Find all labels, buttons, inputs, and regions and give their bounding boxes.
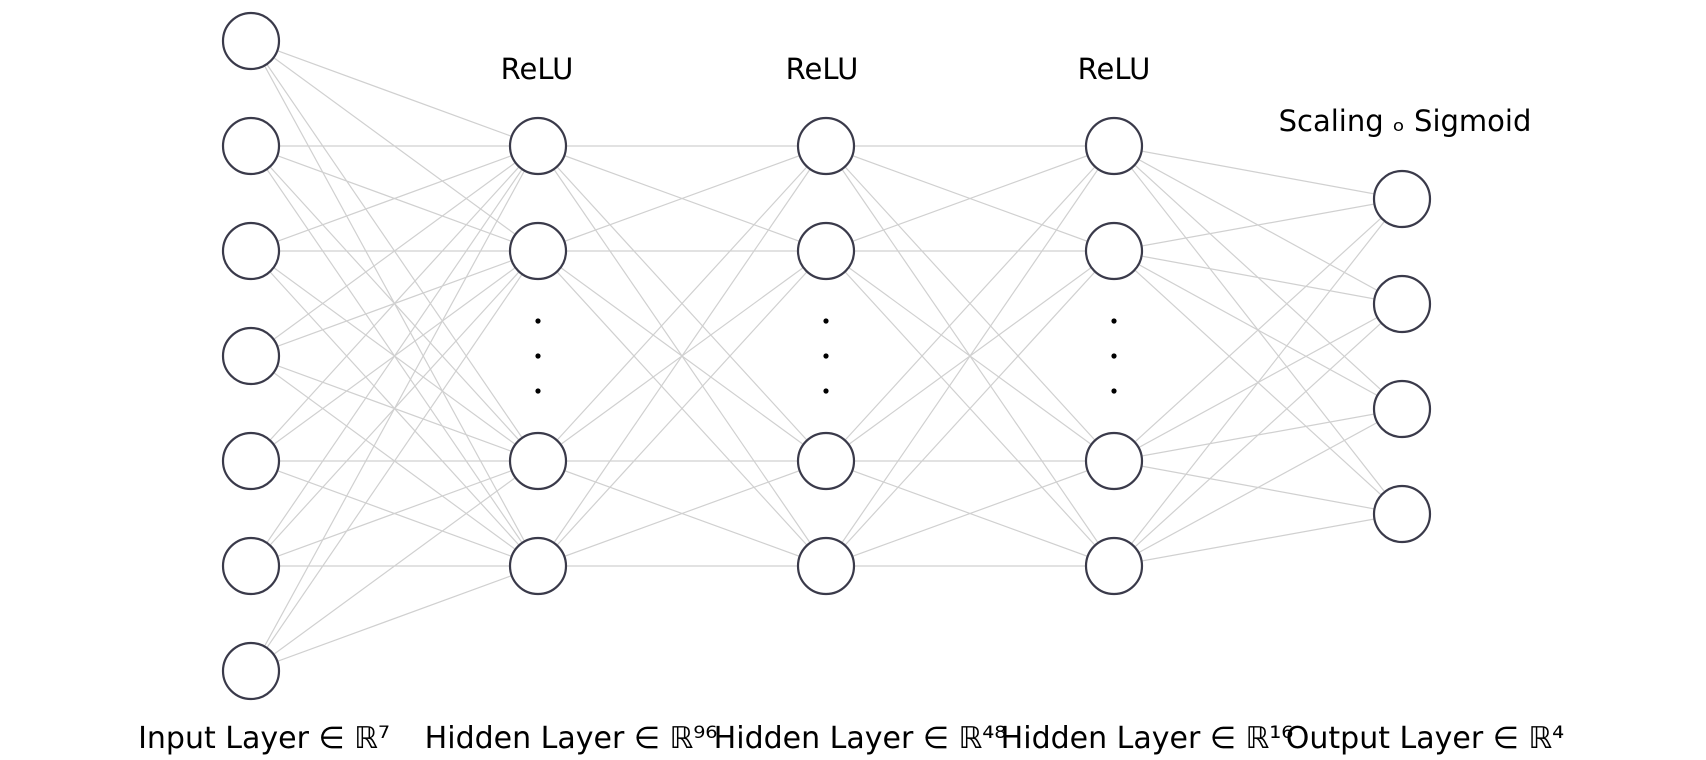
output-neuron <box>1372 169 1432 229</box>
activation-label-hidden-1: ReLU <box>501 52 574 86</box>
edge-l0-4-to-0 <box>250 145 539 462</box>
activation-label-output: Scaling ₒ Sigmoid <box>1279 104 1532 138</box>
hidden-neuron <box>796 221 856 281</box>
neuron-nodes <box>221 11 1432 701</box>
edge-l2-3-to-1 <box>825 250 1115 567</box>
ellipsis-dot <box>535 388 541 394</box>
edge-l3-0-to-0 <box>1113 145 1403 200</box>
ellipsis-dot <box>535 353 541 359</box>
edge-l2-1-to-0 <box>825 145 1115 252</box>
input-neuron <box>221 431 281 491</box>
hidden-neuron <box>508 431 568 491</box>
hidden-neuron <box>508 221 568 281</box>
edge-l3-1-to-1 <box>1113 250 1403 305</box>
layer-label-output: Output Layer ∈ ℝ⁴ <box>1286 721 1564 756</box>
edge-l3-2-to-0 <box>1113 198 1403 462</box>
edge-l1-3-to-2 <box>537 460 827 567</box>
layer-label-hidden-3: Hidden Layer ∈ ℝ¹⁶ <box>1001 721 1294 756</box>
edge-l0-6-to-3 <box>250 565 539 672</box>
input-neuron <box>221 11 281 71</box>
input-neuron <box>221 326 281 386</box>
edge-l1-2-to-0 <box>537 145 827 462</box>
edge-l0-6-to-1 <box>250 250 539 672</box>
edge-l1-3-to-0 <box>537 145 827 567</box>
connection-edges <box>250 40 1403 672</box>
hidden-neuron <box>796 116 856 176</box>
edge-l1-1-to-0 <box>537 145 827 252</box>
edge-l3-3-to-0 <box>1113 198 1403 567</box>
edge-l0-2-to-0 <box>250 145 539 252</box>
ellipsis-dot <box>823 388 829 394</box>
ellipsis-dot <box>1111 388 1117 394</box>
ellipsis-dot <box>535 318 541 324</box>
hidden-neuron <box>508 116 568 176</box>
edge-l0-0-to-0 <box>250 40 539 147</box>
ellipsis-dot <box>823 318 829 324</box>
activation-label-hidden-3: ReLU <box>1078 52 1151 86</box>
hidden-neuron <box>796 536 856 596</box>
input-neuron <box>221 116 281 176</box>
layer-label-hidden-1: Hidden Layer ∈ ℝ⁹⁶ <box>425 721 718 756</box>
layer-label-hidden-2: Hidden Layer ∈ ℝ⁴⁸ <box>714 721 1007 756</box>
hidden-neuron <box>508 536 568 596</box>
edge-l2-3-to-2 <box>825 460 1115 567</box>
ellipsis-dots <box>535 318 1117 394</box>
edge-l0-6-to-0 <box>250 145 539 672</box>
edge-l2-2-to-0 <box>825 145 1115 462</box>
input-neuron <box>221 536 281 596</box>
output-neuron <box>1372 274 1432 334</box>
input-neuron <box>221 221 281 281</box>
edge-l3-3-to-1 <box>1113 303 1403 567</box>
hidden-neuron <box>1084 536 1144 596</box>
edge-l0-5-to-0 <box>250 145 539 567</box>
hidden-neuron <box>1084 221 1144 281</box>
edge-l2-3-to-0 <box>825 145 1115 567</box>
edge-l1-3-to-1 <box>537 250 827 567</box>
edge-l0-5-to-2 <box>250 460 539 567</box>
ellipsis-dot <box>1111 318 1117 324</box>
edge-l3-3-to-2 <box>1113 408 1403 567</box>
hidden-neuron <box>1084 431 1144 491</box>
hidden-neuron <box>1084 116 1144 176</box>
hidden-neuron <box>796 431 856 491</box>
input-neuron <box>221 641 281 701</box>
layer-label-input: Input Layer ∈ ℝ⁷ <box>138 721 390 756</box>
edge-l3-3-to-3 <box>1113 513 1403 567</box>
edge-l0-6-to-2 <box>250 460 539 672</box>
output-neuron <box>1372 379 1432 439</box>
edge-l0-3-to-0 <box>250 145 539 357</box>
ellipsis-dot <box>823 353 829 359</box>
output-neuron <box>1372 484 1432 544</box>
ellipsis-dot <box>1111 353 1117 359</box>
edge-l3-1-to-0 <box>1113 198 1403 252</box>
activation-label-hidden-2: ReLU <box>786 52 859 86</box>
